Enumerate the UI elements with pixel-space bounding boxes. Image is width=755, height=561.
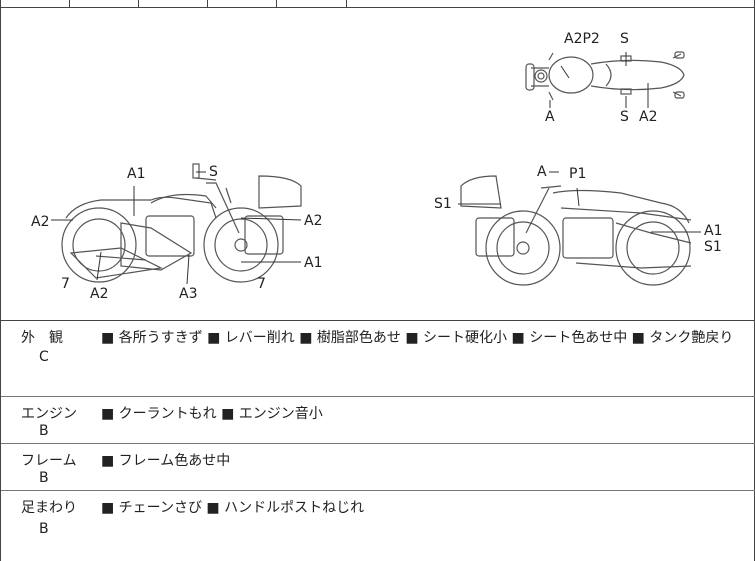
- category-label: エンジン: [21, 406, 77, 422]
- label-right-a1: A1: [704, 223, 722, 239]
- label-left-a2-rear: A2: [31, 214, 49, 230]
- inspection-row-exterior: 外 観 C ■ 各所うすきず ■ レバー削れ ■ 樹脂部色あせ ■ シート硬化小…: [1, 321, 755, 397]
- label-left-s: S: [209, 164, 218, 180]
- label-right-s1-right: S1: [704, 239, 722, 255]
- label-left-a2-front: A2: [304, 213, 322, 229]
- label-left-a3: A3: [179, 286, 197, 302]
- strip-divider: [346, 0, 347, 8]
- label-left-7-rear: 7: [61, 276, 70, 292]
- inspection-notes: ■ チェーンさび ■ ハンドルポストねじれ: [101, 500, 365, 516]
- category-label: 足まわり: [21, 500, 77, 516]
- inspection-notes: ■ フレーム色あせ中: [101, 453, 231, 469]
- category-label: 外 観: [21, 330, 63, 346]
- label-top-s2: S: [620, 109, 629, 125]
- motorcycle-diagram-svg: A2P2 S A S A2 A1 S A2 A2 A1 7 7 A2 A3 A …: [31, 31, 722, 302]
- grade-value: B: [39, 521, 49, 537]
- label-left-a2-bottom: A2: [90, 286, 108, 302]
- table-header-strip: [1, 0, 755, 8]
- category-label: フレーム: [21, 453, 77, 469]
- label-right-s1-left: S1: [434, 196, 452, 212]
- label-left-a1-wheel: A1: [304, 255, 322, 271]
- label-top-a2p2: A2P2: [564, 31, 600, 47]
- motorcycle-top-view: [525, 51, 685, 101]
- strip-divider: [276, 0, 277, 8]
- strip-divider: [69, 0, 70, 8]
- label-left-a1-top: A1: [127, 166, 145, 182]
- inspection-notes: ■ 各所うすきず ■ レバー削れ ■ 樹脂部色あせ ■ シート硬化小 ■ シート…: [101, 330, 734, 346]
- strip-divider: [138, 0, 139, 8]
- label-left-7-front: 7: [257, 276, 266, 292]
- label-right-p1: P1: [569, 166, 586, 182]
- label-right-a: A: [537, 164, 547, 180]
- grade-value: B: [39, 423, 49, 439]
- motorcycle-left-view: [61, 163, 302, 283]
- grade-value: B: [39, 470, 49, 486]
- label-top-a: A: [545, 109, 555, 125]
- inspection-row-engine: エンジン B ■ クーラントもれ ■ エンジン音小: [1, 397, 755, 444]
- inspection-row-frame: フレーム B ■ フレーム色あせ中: [1, 444, 755, 491]
- label-top-a2: A2: [639, 109, 657, 125]
- motorcycle-right-view: [460, 175, 692, 286]
- strip-divider: [207, 0, 208, 8]
- inspection-row-suspension: 足まわり B ■ チェーンさび ■ ハンドルポストねじれ: [1, 491, 755, 561]
- label-top-s1: S: [620, 31, 629, 47]
- grade-value: C: [39, 349, 49, 365]
- damage-diagram: A2P2 S A S A2 A1 S A2 A2 A1 7 7 A2 A3 A …: [1, 8, 755, 321]
- inspection-notes: ■ クーラントもれ ■ エンジン音小: [101, 406, 323, 422]
